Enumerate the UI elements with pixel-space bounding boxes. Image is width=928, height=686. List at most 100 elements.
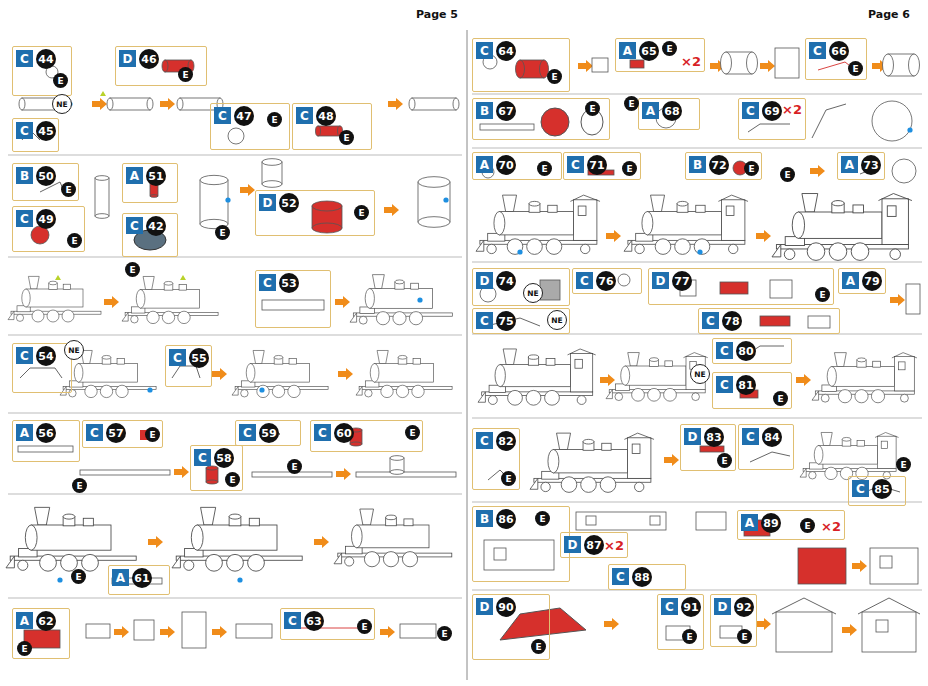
quantity-mark: ×2 (680, 53, 702, 69)
step-arrow (240, 184, 255, 196)
quantity-mark: ×2 (781, 101, 803, 117)
divider-line (8, 155, 462, 156)
step-box: D90E (472, 594, 550, 660)
step-number: 47 (234, 106, 254, 126)
loco-part (628, 438, 651, 479)
cylinder-end (162, 60, 168, 72)
glue-badge: E (145, 427, 160, 442)
step-number: 68 (662, 101, 682, 121)
step-arrow (578, 60, 593, 72)
glue-dot (443, 197, 448, 202)
sheet-letter: C (16, 50, 33, 67)
loco-wheel (581, 244, 590, 253)
loco-part (574, 200, 597, 241)
loco-wheel (18, 560, 28, 570)
sheet-letter: C (716, 342, 733, 359)
glue-badge: E (405, 425, 420, 440)
loco-wheel (288, 385, 300, 397)
part-outline (292, 628, 360, 629)
loco-part (665, 361, 673, 367)
cylinder-end (418, 217, 450, 228)
part-outline (182, 612, 206, 648)
part-outline (630, 60, 644, 68)
loco-pilot (624, 240, 632, 251)
round-part (618, 274, 630, 286)
loco-roof (875, 432, 899, 437)
step-number: 76 (596, 271, 616, 291)
step-box: C88 (608, 564, 686, 590)
loco-part (197, 525, 277, 550)
loco-wheel (383, 552, 398, 567)
step-box: C49E (12, 206, 85, 252)
loco-smokebox (22, 289, 30, 307)
sheet-letter: B (16, 167, 33, 184)
loco-smokebox (792, 212, 804, 238)
step-number: 65 (639, 41, 659, 61)
loco-wheel (85, 385, 97, 397)
loco-dome (49, 281, 57, 285)
loco-part (548, 205, 557, 212)
step-number: 62 (36, 611, 56, 631)
step-number: 86 (496, 509, 516, 529)
sheet-letter: C (742, 102, 759, 119)
sheet-letter: D (714, 598, 731, 615)
sheet-letter: C (314, 424, 331, 441)
step-arrow (174, 466, 189, 478)
part-outline (236, 624, 272, 638)
glue-badge: E (125, 262, 140, 277)
loco-wheel (241, 390, 248, 397)
cylinder-end (177, 98, 183, 110)
loco-pilot (476, 240, 484, 251)
sheet-letter: A (619, 42, 636, 59)
loco-pilot (6, 556, 14, 568)
loco-wheel (62, 310, 74, 322)
step-number: 64 (496, 41, 516, 61)
locomotive-figure (624, 195, 748, 254)
loco-wheel (184, 560, 194, 570)
loco-roof (683, 353, 707, 358)
sheet-letter: A (112, 569, 129, 586)
loco-part (117, 359, 124, 365)
loco-part (832, 367, 895, 387)
step-box: B67E (472, 98, 610, 140)
glue-badge: E (215, 225, 230, 240)
step-number: 49 (36, 209, 56, 229)
frame-strip (18, 446, 73, 452)
step-arrow (388, 98, 403, 110)
step-box: C69×2 (738, 98, 806, 140)
sheet-letter: C (86, 424, 103, 441)
loco-part (632, 444, 640, 453)
step-box: A79 (838, 268, 886, 294)
step-box: D52E (255, 190, 375, 236)
part-outline (858, 598, 920, 614)
glue-badge: E (737, 629, 752, 644)
loco-pilot (60, 386, 66, 395)
loco-part (251, 364, 310, 383)
glue-badge: E (71, 569, 86, 584)
sheet-letter: C (296, 107, 313, 124)
part-outline (772, 598, 836, 614)
loco-roof (568, 349, 596, 355)
step-box: A73 (837, 152, 885, 180)
loco-wheel (178, 311, 190, 323)
loco-smokebox (494, 212, 505, 235)
loco-part (625, 366, 686, 385)
sheet-letter: D (119, 50, 136, 67)
loco-wheel (527, 239, 543, 255)
sheet-letter: C (476, 42, 493, 59)
divider-line (472, 590, 922, 591)
cab-wall (696, 512, 726, 530)
loco-dome (274, 355, 283, 359)
loco-wheel (69, 390, 76, 397)
glue-dot (57, 577, 62, 582)
glue-dot (697, 249, 702, 254)
loco-stack (201, 507, 216, 525)
loco-wheel (581, 477, 597, 493)
cylinder-end (350, 442, 362, 446)
cylinder-end (262, 181, 282, 188)
sheet-letter: A (476, 156, 493, 173)
cylinder-end (316, 126, 321, 136)
glue-badge: E (178, 67, 193, 82)
glue-badge: E (815, 287, 830, 302)
step-arrow (760, 60, 775, 72)
